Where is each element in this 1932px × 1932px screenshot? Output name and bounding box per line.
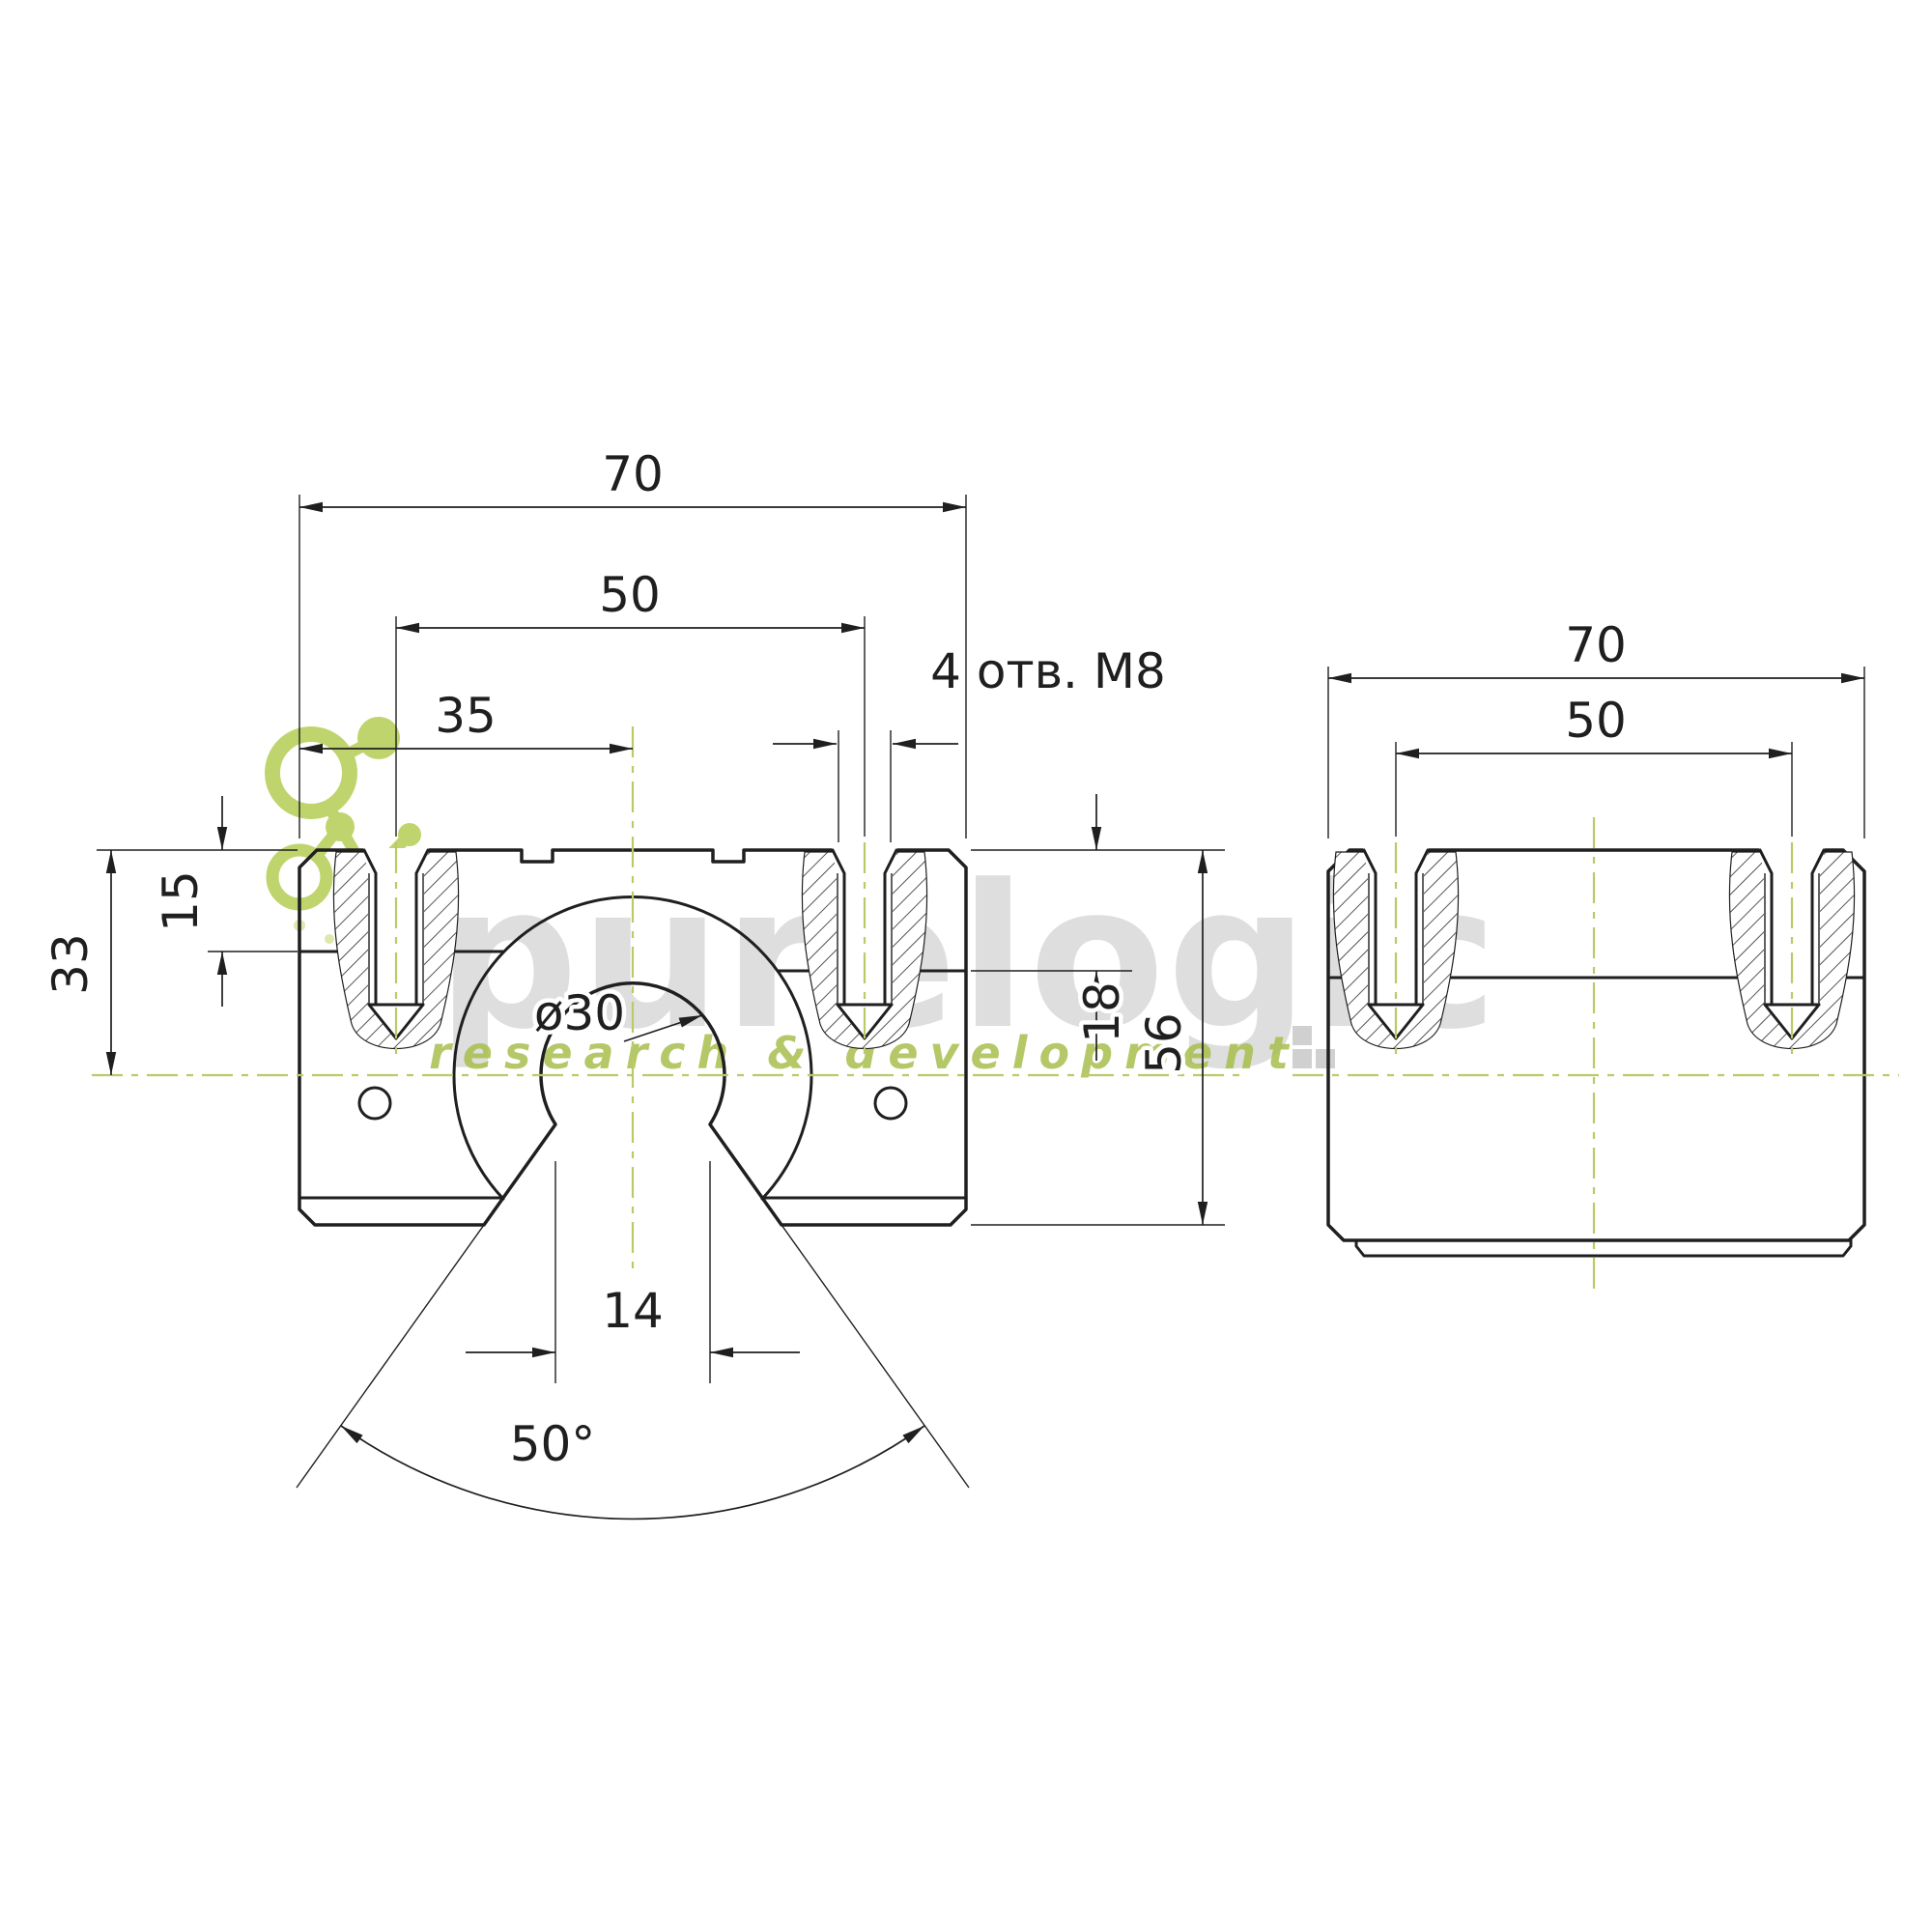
dimension-label: 50° [510,1416,596,1472]
dimension-label: 35 [435,688,497,744]
dimension-label: 18 [1074,981,1130,1043]
seal-screw-hole [873,1086,908,1121]
extension-lines [971,849,1225,1226]
extension-lines [298,495,967,838]
dim-overall-width: 70 [298,442,967,838]
dimension-label: 56 [1136,1012,1192,1074]
dim-center-to-edge: 35 [299,684,633,754]
dimension-label: ø30 [534,985,625,1041]
molecule-node [265,726,357,819]
dim-bore-diameter: ø30 [529,981,703,1046]
dim-side-overall-width: 70 [1327,613,1865,838]
front-view-slot-extension-lines [296,1224,970,1489]
dim-slot-angle-50: 50° [340,1412,925,1520]
dimension-label: 33 [43,933,99,995]
side-view: 70 50 [1293,613,1899,1294]
seal-screw-hole [357,1086,392,1121]
extension-lines [838,730,892,842]
angle-dimension-arc [340,1425,925,1520]
dim-edge-depth-15: 15 [97,796,298,1007]
molecule-node [398,823,421,846]
extension-lines [1327,667,1865,838]
dim-step-depth-18: 18 [971,794,1135,1061]
dimension-label: 50 [1565,693,1627,749]
molecule-node [357,717,400,759]
dim-slot-width-14: 14 [466,1161,800,1383]
molecule-node [326,812,355,841]
watermark-pixel-blocks-icon [1293,1026,1335,1068]
side-view-bottom-plate [1354,1238,1853,1258]
dimension-label: 14 [602,1283,664,1339]
dimension-label: 70 [1565,617,1627,673]
dimension-label: 50 [599,567,661,623]
leader-line [623,1014,703,1042]
dim-overall-height-56: 56 [971,849,1225,1226]
dimension-label: 15 [153,870,209,932]
front-view: 70 50 35 4 отв. M8 15 [39,442,1241,1520]
side-view-centerlines [1293,817,1899,1294]
extension-lines [554,1161,711,1383]
side-view-outline [1326,848,1866,1242]
front-view-centerlines [92,726,1241,1277]
dim-axis-depth-33: 33 [39,850,117,1075]
holes-note-label: 4 отв. M8 [930,643,1166,699]
dim-side-hole-spacing: 50 [1395,689,1793,837]
extension-lines [395,616,866,837]
dim-hole-spacing: 50 [395,563,866,837]
front-view-outline [298,848,968,1227]
note-mounting-holes: 4 отв. M8 [773,639,1170,842]
dimension-label: 70 [602,446,664,502]
